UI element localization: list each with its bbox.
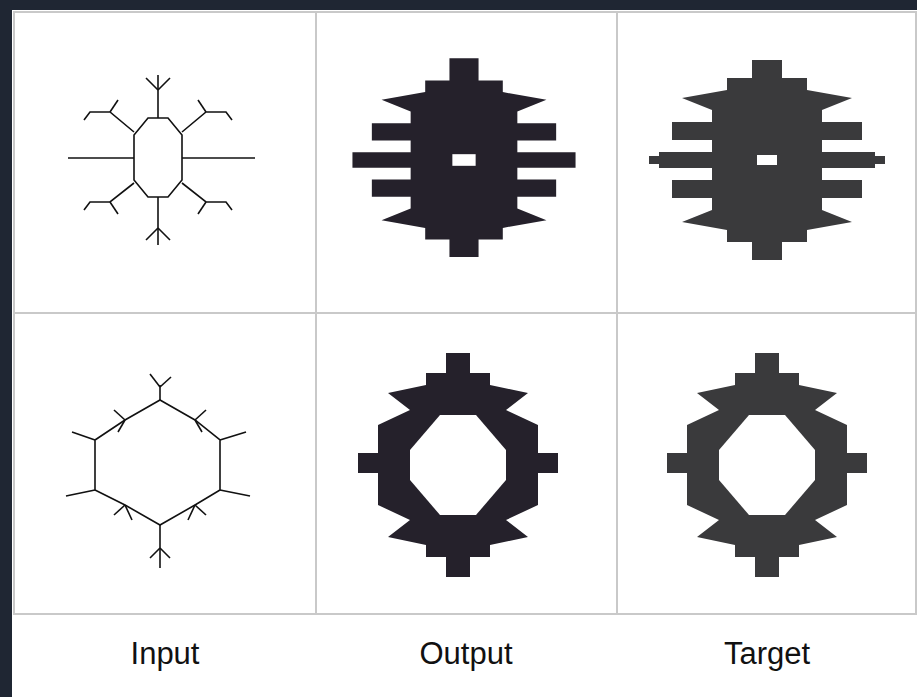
target-shape-2 (667, 353, 867, 577)
output-shape-2 (358, 353, 558, 577)
column-label: Input (131, 636, 200, 672)
target-shape-1 (649, 60, 885, 260)
column-label: Output (419, 636, 512, 672)
skeleton-input-2 (66, 374, 250, 568)
output-shape-1 (352, 58, 575, 257)
column-label: Target (724, 636, 810, 672)
white-panel (12, 10, 917, 697)
grid-lines (14, 12, 916, 614)
skeleton-input-1 (68, 75, 255, 245)
